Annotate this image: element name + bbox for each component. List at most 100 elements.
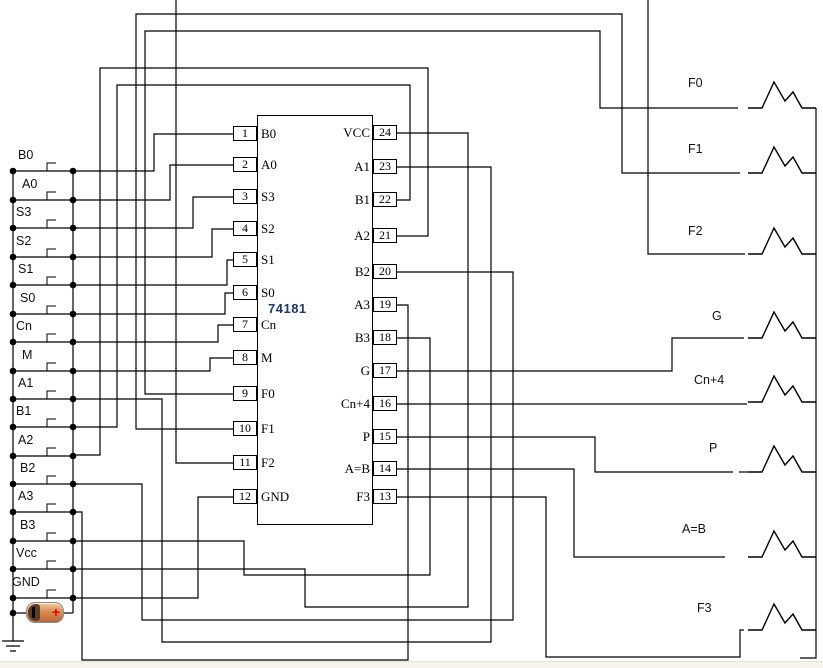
probe-icon-g [748, 310, 816, 339]
switch-b1[interactable]: B1 [16, 404, 32, 418]
pin-box-12: 12 [233, 489, 257, 504]
switch-cn[interactable]: Cn [16, 319, 32, 333]
pin-label-b1: B1 [354, 192, 370, 207]
pin-box-24: 24 [373, 125, 397, 140]
pin-label-a1: A1 [354, 159, 370, 174]
wires [2, 0, 817, 661]
pin-label-cn: Cn [261, 317, 277, 332]
switch-gnd[interactable]: GND [12, 575, 40, 589]
output-label-f0: F0 [688, 76, 703, 90]
pin-label-a0: A0 [261, 157, 277, 172]
switch-s3[interactable]: S3 [16, 205, 32, 219]
wire-a0-pin2 [73, 164, 233, 201]
pin-label-f1: F1 [261, 421, 275, 436]
probe-icon-f1 [748, 145, 816, 174]
pin-label-s1: S1 [261, 252, 275, 267]
probe-icon-f3 [748, 602, 816, 631]
wire-f0-out [144, 30, 738, 395]
probe-icon-cn4 [748, 374, 816, 403]
wire-s3-pin3 [73, 196, 233, 229]
wire-f3-out [373, 496, 744, 658]
wire-gnd-pin12 [73, 496, 233, 599]
probe-icon-f2 [748, 226, 816, 255]
wire-a1-pin23 [73, 166, 492, 643]
pin-box-4: 4 [233, 221, 257, 236]
pin-box-23: 23 [373, 159, 397, 174]
switch-a2[interactable]: A2 [18, 433, 34, 447]
probe-icon-aeb [748, 529, 816, 558]
battery-negative-bar [32, 607, 35, 618]
pin-label-s0: S0 [261, 285, 275, 300]
output-label-g: G [712, 309, 722, 323]
pin-label-a2: A2 [354, 228, 370, 243]
wire-cn-pin7 [73, 324, 233, 343]
switch-b3[interactable]: B3 [20, 518, 36, 532]
wire-f1-out [135, 13, 740, 430]
wire-s2-pin4 [73, 228, 233, 258]
pin-box-18: 18 [373, 330, 397, 345]
output-label-aeb: A=B [682, 522, 706, 536]
pin-label-m: M [261, 350, 273, 365]
pin-box-20: 20 [373, 264, 397, 279]
switch-s2[interactable]: S2 [16, 234, 32, 248]
pin-label-b2: B2 [354, 264, 370, 279]
chip-74181-body[interactable] [257, 115, 373, 525]
battery-plus-sign: + [51, 604, 60, 620]
ground-icon [2, 632, 24, 652]
pin-box-11: 11 [233, 455, 257, 470]
wire-p-out [373, 436, 733, 473]
pin-label-cn4: Cn+4 [340, 396, 370, 411]
wire-vcc-pin24 [73, 132, 469, 608]
pin-box-1: 1 [233, 126, 257, 141]
pin-label-f3: F3 [356, 489, 370, 504]
switch-s0[interactable]: S0 [20, 291, 36, 305]
pin-box-8: 8 [233, 350, 257, 365]
wire-a3-pin19 [73, 304, 409, 661]
wire-b0-pin1 [73, 133, 233, 172]
junction-dots [9, 167, 77, 617]
switch-a1[interactable]: A1 [18, 376, 34, 390]
window-edge [0, 661, 823, 668]
output-label-f2: F2 [688, 224, 703, 238]
output-label-f1: F1 [688, 142, 703, 156]
chip-title: 74181 [268, 301, 307, 316]
wire-b1-pin22 [73, 84, 411, 428]
switch-s1[interactable]: S1 [18, 262, 34, 276]
pin-label-f2: F2 [261, 455, 275, 470]
wire-aeb-out [373, 468, 725, 558]
wire-s0-pin6 [73, 292, 233, 315]
pin-label-a3: A3 [354, 297, 370, 312]
pin-box-22: 22 [373, 192, 397, 207]
switch-b2[interactable]: B2 [20, 461, 36, 475]
output-label-f3: F3 [697, 601, 712, 615]
output-label-p: P [709, 441, 718, 455]
wire-m-pin8 [73, 357, 233, 372]
wire-b2-pin20 [73, 271, 514, 621]
switch-a3[interactable]: A3 [18, 489, 34, 503]
switch-b0[interactable]: B0 [18, 148, 34, 162]
pin-label-aeb: A=B [344, 461, 370, 476]
pin-box-14: 14 [373, 461, 397, 476]
pin-box-19: 19 [373, 297, 397, 312]
pin-label-b3: B3 [354, 330, 370, 345]
switch-vcc[interactable]: Vcc [16, 546, 37, 560]
wire-s1-pin5 [73, 259, 233, 286]
pin-box-7: 7 [233, 317, 257, 332]
pin-box-2: 2 [233, 157, 257, 172]
wire-a2-pin21 [73, 67, 429, 456]
switch-a0[interactable]: A0 [22, 177, 38, 191]
pin-box-3: 3 [233, 189, 257, 204]
pin-box-21: 21 [373, 228, 397, 243]
pin-box-15: 15 [373, 429, 397, 444]
switch-m[interactable]: M [22, 348, 33, 362]
pin-label-vcc: VCC [343, 125, 370, 140]
wire-f2-out-b [647, 0, 745, 255]
battery-icon[interactable]: + [26, 602, 64, 623]
probe-icons[interactable] [748, 80, 816, 631]
probe-bus [800, 108, 817, 659]
probe-icon-p [748, 444, 816, 473]
pin-box-9: 9 [233, 386, 257, 401]
pin-box-10: 10 [233, 421, 257, 436]
pin-label-p: P [362, 429, 370, 444]
